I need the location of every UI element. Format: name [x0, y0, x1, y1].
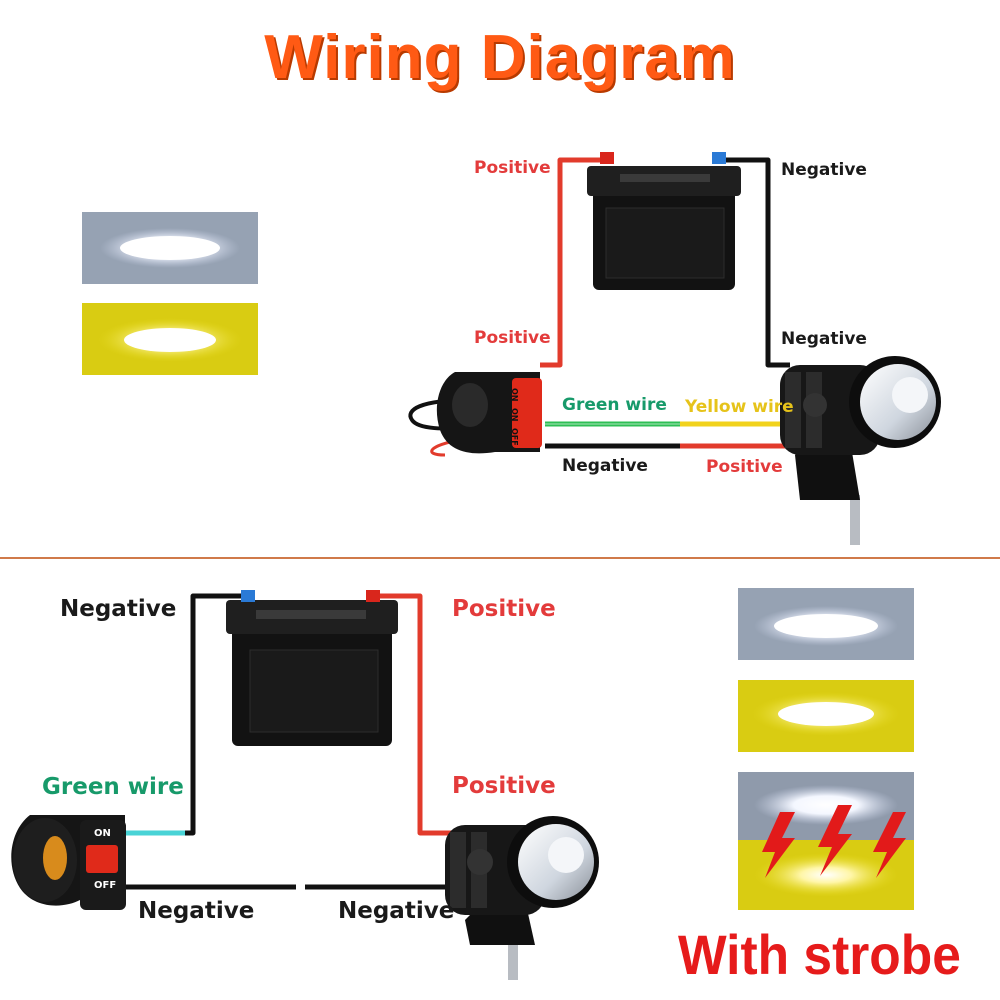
label-positive-wire-top: Positive	[706, 457, 783, 477]
label-negative-wire-top: Negative	[562, 456, 648, 476]
with-strobe-caption: With strobe	[678, 923, 961, 986]
switch-bottom-off: OFF	[94, 880, 117, 891]
yellow-light-swatch-top	[82, 303, 258, 375]
yellow-light-swatch-bottom	[738, 680, 914, 752]
label-positive-light-bottom: Positive	[452, 773, 556, 799]
switch-bottom	[11, 815, 126, 910]
label-negative-battery-bottom: Negative	[60, 596, 177, 622]
bottom-wires	[120, 593, 465, 890]
battery-bottom	[226, 590, 398, 746]
spotlight-bottom	[445, 816, 599, 980]
label-negative-light: Negative	[781, 329, 867, 349]
switch-top-off: OFF	[510, 428, 519, 446]
lightning-bolt-icon	[762, 805, 906, 878]
switch-bottom-on: ON	[94, 828, 111, 839]
spotlight-top	[780, 356, 941, 545]
strobe-light-swatch	[738, 772, 914, 910]
label-green-wire-top: Green wire	[562, 395, 667, 415]
label-negative-battery: Negative	[781, 160, 867, 180]
label-positive-battery-bottom: Positive	[452, 596, 556, 622]
label-negative-switch-bottom: Negative	[138, 898, 255, 924]
switch-top	[436, 372, 542, 454]
battery-top	[587, 152, 741, 290]
section-divider	[0, 557, 1000, 559]
white-light-swatch-bottom	[738, 588, 914, 660]
label-yellow-wire: Yellow wire	[685, 397, 794, 417]
label-positive-battery: Positive	[474, 158, 551, 178]
switch-top-on-1: ON	[510, 388, 519, 402]
label-green-wire-bottom: Green wire	[42, 774, 184, 800]
page-title: Wiring Diagram	[264, 23, 736, 92]
white-light-swatch-top	[82, 212, 258, 284]
label-positive-switch: Positive	[474, 328, 551, 348]
label-negative-light-bottom: Negative	[338, 898, 455, 924]
switch-top-on-2: ON	[510, 408, 519, 422]
